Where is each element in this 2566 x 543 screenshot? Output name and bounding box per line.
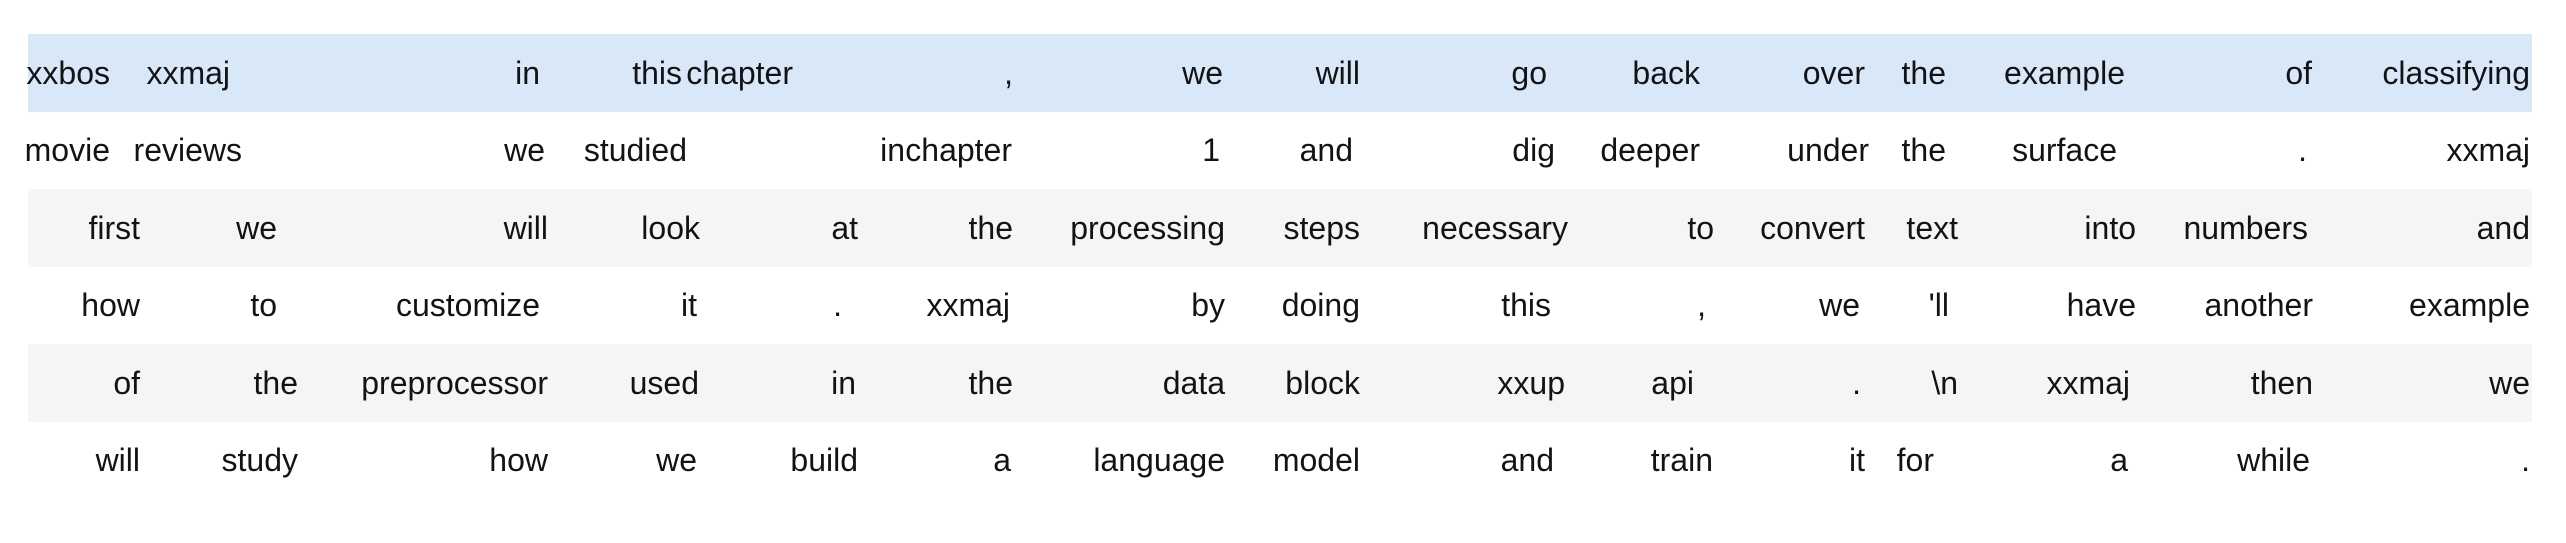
token-cell: in	[515, 54, 540, 91]
token-cell: and	[2476, 209, 2530, 246]
token-cell: example	[2004, 54, 2125, 91]
token-cell: another	[2204, 287, 2313, 324]
token-cell: and	[1500, 442, 1554, 479]
token-cell: train	[1650, 442, 1713, 479]
token-cell: 'll	[1928, 287, 1949, 324]
token-cell: 1	[1202, 132, 1220, 169]
token-cell: the	[1901, 132, 1946, 169]
token-cell: have	[2066, 287, 2136, 324]
token-cell: xxmaj	[926, 287, 1010, 324]
token-cell: we	[504, 132, 545, 169]
token-cell: classifying	[2382, 54, 2530, 91]
token-cell: under	[1787, 132, 1869, 169]
token-cell: xxmaj	[2046, 364, 2130, 401]
token-cell: first	[88, 209, 140, 246]
token-cell: we	[1182, 54, 1223, 91]
token-cell: to	[1687, 209, 1714, 246]
token-cell: the	[1901, 54, 1946, 91]
token-cell: data	[1162, 364, 1225, 401]
token-cell: convert	[1760, 209, 1865, 246]
token-cell: .	[833, 287, 842, 324]
token-cell: into	[2084, 209, 2136, 246]
token-cell: necessary	[1422, 209, 1568, 246]
token-cell: movie	[24, 132, 110, 169]
token-cell: a	[993, 442, 1011, 479]
token-cell: it	[681, 287, 697, 324]
token-cell: will	[503, 209, 548, 246]
token-cell: preprocessor	[361, 364, 548, 401]
token-cell: while	[2237, 442, 2310, 479]
token-cell: deeper	[1600, 132, 1700, 169]
token-cell: dig	[1512, 132, 1555, 169]
token-cell: model	[1272, 442, 1360, 479]
token-cell: back	[1632, 54, 1700, 91]
token-cell: example	[2409, 287, 2530, 324]
token-cell: will	[95, 442, 140, 479]
token-cell: at	[831, 209, 858, 246]
token-row: will study how we build a language model and trai…	[28, 421, 2532, 499]
token-cell: then	[2250, 364, 2313, 401]
token-cell: xxbos	[26, 54, 110, 91]
token-cell: a	[2110, 442, 2128, 479]
token-cell: customize	[395, 287, 540, 324]
token-cell: xxmaj	[146, 54, 230, 91]
token-cell: the	[968, 364, 1013, 401]
token-cell: it	[1849, 442, 1865, 479]
token-cell: \n	[1931, 364, 1958, 401]
token-cell: surface	[2012, 132, 2117, 169]
token-cell: the	[253, 364, 298, 401]
token-row: of the preprocessor used in the data block xxup a…	[28, 344, 2532, 422]
token-cell: of	[113, 364, 140, 401]
token-cell: .	[2298, 132, 2307, 169]
token-cell: by	[1191, 287, 1225, 324]
token-cell: how	[489, 442, 548, 479]
token-cell: steps	[1283, 209, 1360, 246]
token-cell: doing	[1281, 287, 1360, 324]
token-cell: and	[1299, 132, 1353, 169]
token-cell: ,	[1004, 54, 1013, 91]
token-cell: language	[1093, 442, 1225, 479]
token-cell: the	[968, 209, 1013, 246]
token-cell: this	[632, 54, 682, 91]
token-cell: used	[629, 364, 699, 401]
token-cell: over	[1802, 54, 1865, 91]
token-cell: we	[236, 209, 277, 246]
token-cell: in	[831, 364, 856, 401]
token-cell: study	[221, 442, 298, 479]
token-cell: chapter	[686, 54, 793, 91]
token-cell: we	[656, 442, 697, 479]
token-cell: xxmaj	[2446, 132, 2530, 169]
token-row: first we will look at the processing steps neces…	[28, 189, 2532, 267]
token-cell: reviews	[133, 132, 242, 169]
token-cell: go	[1511, 54, 1547, 91]
token-cell: numbers	[2183, 209, 2309, 246]
token-cell: in	[880, 132, 905, 169]
token-cell: ,	[1697, 287, 1706, 324]
token-cell: api	[1651, 364, 1694, 401]
token-cell: of	[2285, 54, 2312, 91]
token-cell: .	[2521, 442, 2530, 479]
token-cell: build	[790, 442, 858, 479]
token-cell: this	[1501, 287, 1551, 324]
token-cell: we	[2489, 364, 2530, 401]
token-cell: we	[1819, 287, 1860, 324]
token-cell: to	[250, 287, 277, 324]
token-cell: chapter	[905, 132, 1012, 169]
token-cell: text	[1906, 209, 1958, 246]
token-cell: look	[641, 209, 700, 246]
token-cell: studied	[583, 132, 687, 169]
token-cell: will	[1315, 54, 1360, 91]
token-cell: processing	[1070, 209, 1225, 246]
token-cell: xxup	[1497, 364, 1565, 401]
token-row: how to customize it. xxmaj by doing this, we 'll h…	[28, 266, 2532, 344]
token-cell: .	[1852, 364, 1861, 401]
token-cell: block	[1285, 364, 1360, 401]
token-cell: for	[1896, 442, 1934, 479]
token-cell: how	[81, 287, 140, 324]
